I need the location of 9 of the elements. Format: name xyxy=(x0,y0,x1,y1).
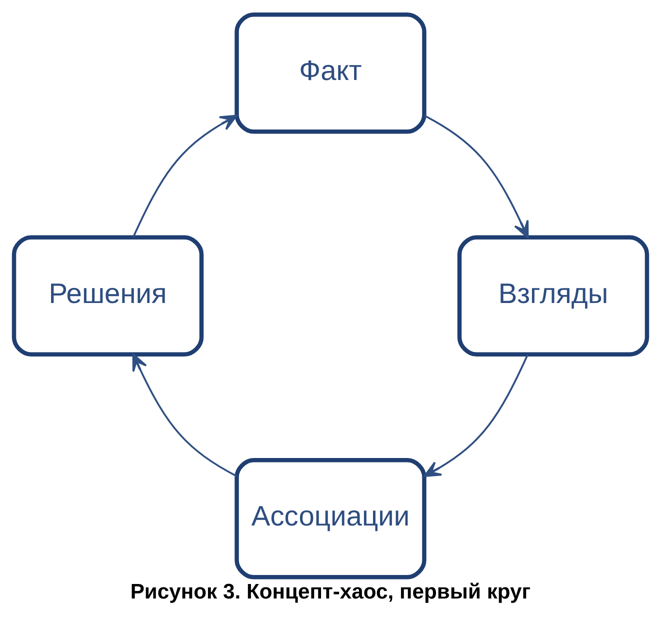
caption: Рисунок 3. Концепт-хаос, первый круг xyxy=(130,580,531,604)
arrow xyxy=(132,354,238,477)
arrow xyxy=(424,114,529,238)
node-box: Ассоциации xyxy=(234,458,426,580)
arrow xyxy=(424,354,529,477)
node-box: Решения xyxy=(12,235,204,356)
arrow xyxy=(132,114,238,238)
node-box: Взгляды xyxy=(457,235,650,356)
node-box: Факт xyxy=(234,12,426,134)
